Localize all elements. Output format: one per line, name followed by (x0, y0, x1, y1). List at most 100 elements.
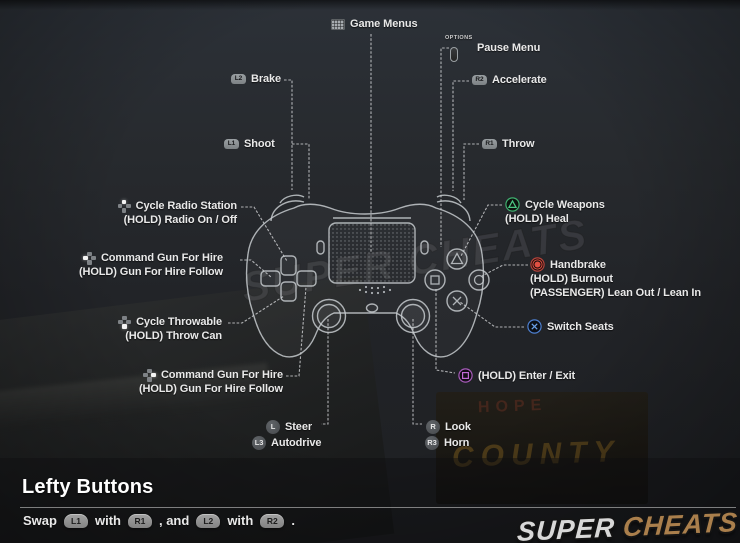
left-stick-inner (316, 303, 342, 329)
label-switch-seats: Switch Seats (527, 319, 614, 334)
connector-lines (228, 34, 528, 425)
brake-text: Brake (251, 73, 282, 85)
throwable-text: Cycle Throwable (136, 316, 222, 328)
section-title: Lefty Buttons (22, 476, 154, 498)
line-brake (284, 79, 293, 190)
options-button-icon (450, 47, 458, 62)
watermark-super: SUPER (516, 512, 616, 543)
handbrake-text: Handbrake (550, 258, 606, 271)
l3-badge: L3 (252, 436, 266, 450)
line-gun-hire-bottom (286, 286, 307, 377)
label-game-menus: Game Menus (331, 17, 418, 31)
line-gun-hire-left (240, 259, 272, 278)
shoot-text: Shoot (244, 138, 275, 150)
square-button-icon (458, 368, 473, 383)
label-pause-menu-button: OPTIONS (445, 31, 473, 62)
look-text: Look (445, 421, 471, 433)
ps-button (365, 303, 379, 313)
dpad-left-icon (82, 251, 96, 265)
dpad-right (296, 270, 317, 287)
label-look: R Look (426, 420, 471, 434)
speaker-holes (358, 285, 392, 295)
right-stick-inner (400, 303, 426, 329)
dpad-left (260, 270, 281, 287)
cycle-weapons-hold-text: (HOLD) Heal (505, 213, 569, 225)
watermark-cheats: CHEATS (622, 507, 739, 543)
left-trigger (279, 194, 305, 204)
label-throwable: Cycle Throwable (HOLD) Throw Can (118, 315, 222, 343)
line-look (412, 319, 422, 425)
line-enter-exit (435, 289, 456, 374)
touchpad (328, 222, 416, 284)
label-autodrive: L3 Autodrive (252, 436, 322, 450)
label-gun-hire-left: Command Gun For Hire (HOLD) Gun For Hire… (79, 251, 223, 279)
cross-button (446, 290, 468, 312)
label-brake: L2 Brake (231, 72, 281, 86)
switch-seats-text: Switch Seats (547, 320, 614, 333)
triangle-button (446, 248, 468, 270)
label-handbrake: Handbrake (HOLD) Burnout (PASSENGER) Lea… (530, 257, 701, 300)
label-accelerate: R2 Accelerate (472, 73, 547, 87)
square-glyph (430, 275, 440, 285)
r3-badge: R3 (425, 436, 439, 450)
gun-hire-bottom-hold-text: (HOLD) Gun For Hire Follow (138, 383, 283, 395)
line-steer (321, 319, 329, 425)
pause-menu-text: Pause Menu (477, 42, 541, 54)
label-gun-hire-bottom: Command Gun For Hire (HOLD) Gun For Hire… (139, 368, 283, 396)
square-button (424, 269, 446, 291)
gun-hire-left-text: Command Gun For Hire (100, 252, 223, 264)
enter-exit-text: (HOLD) Enter / Exit (478, 369, 576, 382)
throwable-hold-text: (HOLD) Throw Can (125, 330, 222, 342)
throw-text: Throw (502, 138, 535, 150)
left-stick-outer (311, 298, 347, 334)
handbrake-passenger-text: (PASSENGER) Lean Out / Lean In (530, 287, 701, 299)
l-stick-badge: L (266, 420, 280, 434)
share-button (316, 240, 325, 255)
cross-button-icon (527, 319, 542, 334)
label-throw: R1 Throw (482, 137, 535, 151)
triangle-glyph (450, 252, 464, 265)
line-accelerate (452, 80, 469, 191)
dpad-up (280, 255, 297, 276)
with-word-2: with (227, 513, 254, 528)
line-shoot (292, 143, 310, 199)
steer-text: Steer (285, 421, 313, 433)
with-word-1: with (94, 513, 121, 528)
accelerate-text: Accelerate (492, 74, 547, 86)
r-stick-badge: R (426, 420, 440, 434)
autodrive-text: Autodrive (271, 437, 322, 449)
l2-badge: L2 (231, 74, 246, 84)
line-cycle-weapons (460, 204, 502, 257)
left-shoulder (270, 200, 305, 222)
l2-swap-badge: L2 (196, 513, 221, 528)
right-stick-outer (395, 298, 431, 334)
touchpad-icon (331, 18, 345, 30)
dpad-down-icon (118, 315, 132, 329)
circle-button-icon (530, 257, 545, 272)
swap-word: Swap (23, 513, 57, 528)
label-steer: L Steer (266, 420, 312, 434)
options-caption: OPTIONS (445, 35, 473, 41)
l1-swap-badge: L1 (63, 513, 88, 528)
circle-glyph (473, 274, 485, 286)
dpad-right-icon (142, 368, 156, 382)
line-throw (463, 143, 479, 200)
r2-swap-badge: R2 (260, 513, 285, 528)
line-throwable (228, 295, 285, 324)
label-cycle-weapons: Cycle Weapons (HOLD) Heal (505, 197, 605, 226)
horn-text: Horn (444, 437, 470, 449)
circle-button (468, 269, 490, 291)
right-trigger (436, 194, 462, 204)
line-radio (241, 206, 288, 262)
lefty-description: Swap L1 with R1 , and L2 with R2 . (21, 513, 297, 528)
cycle-radio-text: Cycle Radio Station (135, 200, 238, 212)
game-menus-text: Game Menus (350, 18, 418, 30)
background-top-shade (0, 0, 740, 10)
label-horn: R3 Horn (425, 436, 469, 450)
options-button (420, 240, 429, 255)
dpad-down (280, 281, 297, 302)
handbrake-hold-text: (HOLD) Burnout (530, 273, 613, 285)
r1-badge: R1 (482, 139, 497, 149)
